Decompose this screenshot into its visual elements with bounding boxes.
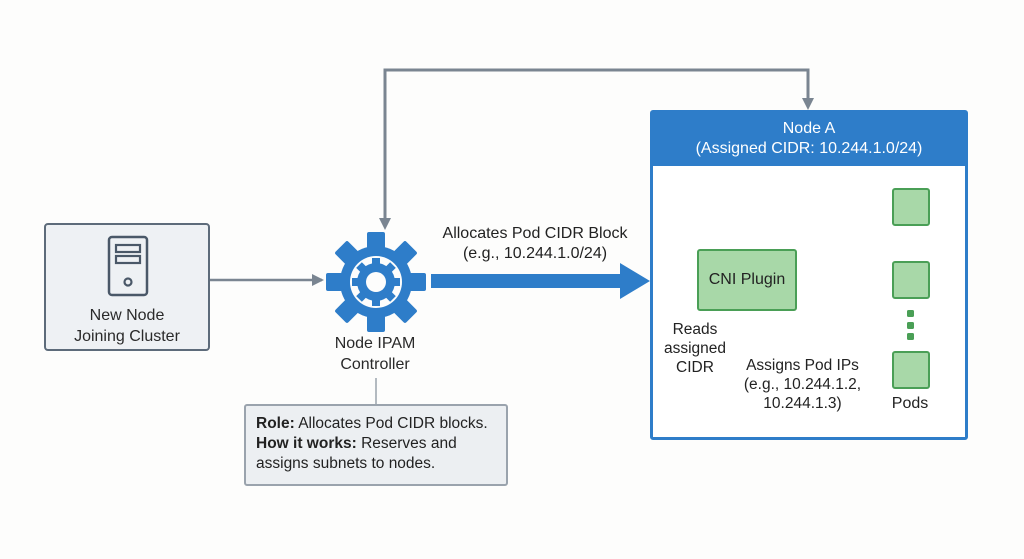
pods-label: Pods: [891, 395, 929, 412]
pod-box: [892, 188, 930, 226]
reads-cidr-label: Reads assigned CIDR: [655, 320, 735, 377]
allocation-label: Allocates Pod CIDR Block (e.g., 10.244.1…: [430, 224, 640, 264]
ipam-controller-label: Node IPAM Controller: [305, 333, 445, 375]
assigns-line1: Assigns Pod IPs: [746, 357, 859, 374]
cni-plugin-label: CNI Plugin: [708, 271, 786, 288]
assigns-ips-label: Assigns Pod IPs (e.g., 10.244.1.2, 10.24…: [735, 356, 870, 413]
reads-line3: CIDR: [676, 359, 714, 376]
allocation-label-line2: (e.g., 10.244.1.0/24): [462, 245, 608, 262]
reads-line1: Reads: [672, 321, 718, 338]
ellipsis-dot: [907, 310, 914, 317]
node-a-subtitle: (Assigned CIDR: 10.244.1.0/24): [695, 140, 923, 157]
arrow-controller-to-node-a: [383, 68, 810, 226]
ellipsis-dot: [907, 322, 914, 329]
ipam-label-line1: Node IPAM: [334, 335, 416, 352]
server-icon: [107, 235, 149, 297]
role-value: Allocates Pod CIDR blocks.: [294, 415, 488, 432]
how-value: Reserves and assigns subnets to nodes.: [256, 435, 457, 472]
gear-icon: [326, 232, 426, 332]
reads-line2: assigned: [663, 340, 727, 357]
role-key: Role:: [256, 415, 295, 432]
new-node-label-line2: Joining Cluster: [74, 328, 180, 345]
cni-plugin-box: CNI Plugin: [697, 249, 797, 311]
allocation-label-line1: Allocates Pod CIDR Block: [442, 225, 628, 242]
role-description-box: Role: Allocates Pod CIDR blocks. How it …: [244, 404, 508, 486]
assigns-line2: (e.g., 10.244.1.2,: [743, 376, 862, 393]
assigns-line3: 10.244.1.3): [763, 395, 842, 412]
ellipsis-dot: [907, 333, 914, 340]
ipam-label-line2: Controller: [340, 356, 410, 373]
pod-box: [892, 351, 930, 389]
new-node-label-line1: New Node: [89, 307, 165, 324]
allocation-arrow: [431, 263, 650, 299]
node-a-title: Node A: [782, 120, 836, 137]
pod-box: [892, 261, 930, 299]
new-node-box: New Node Joining Cluster: [44, 223, 210, 351]
how-key: How it works:: [256, 435, 357, 452]
node-a-header: Node A (Assigned CIDR: 10.244.1.0/24): [653, 113, 965, 166]
